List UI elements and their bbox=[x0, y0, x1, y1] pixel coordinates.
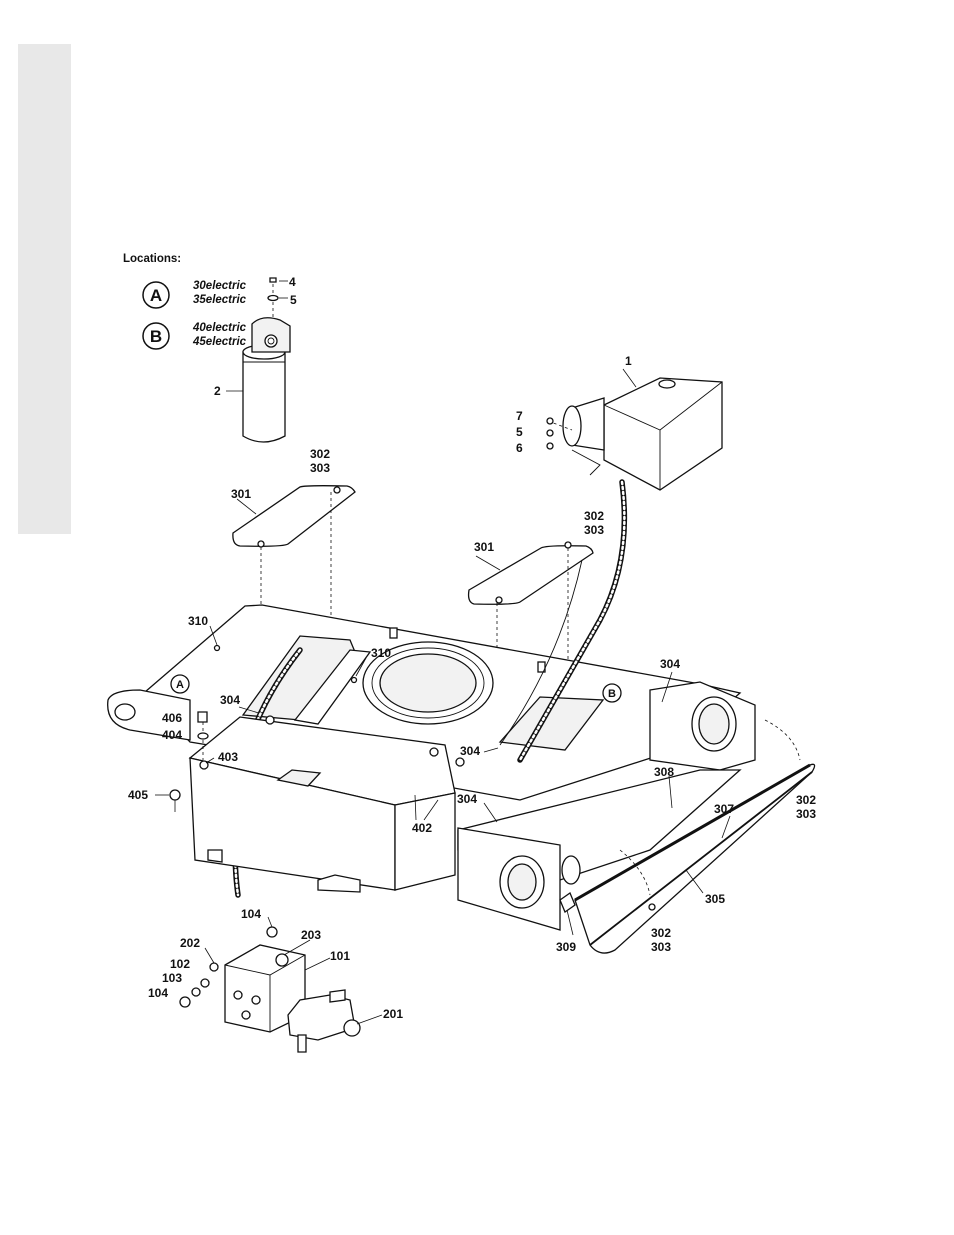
callout-305: 305 bbox=[705, 892, 725, 906]
valve-block bbox=[180, 917, 382, 1052]
callout-303-cover: 303 bbox=[796, 807, 816, 821]
callout-301-left: 301 bbox=[231, 487, 251, 501]
callout-7: 7 bbox=[516, 409, 523, 423]
callout-2: 2 bbox=[214, 384, 221, 398]
callout-403: 403 bbox=[218, 750, 238, 764]
callout-310-left: 310 bbox=[188, 614, 208, 628]
callout-104-bottom: 104 bbox=[148, 986, 168, 1000]
callout-304-left: 304 bbox=[220, 693, 240, 707]
callout-302-lower: 302 bbox=[651, 926, 671, 940]
callout-303-left: 303 bbox=[310, 461, 330, 475]
location-b-letter: B bbox=[150, 327, 162, 346]
callout-302-left: 302 bbox=[310, 447, 330, 461]
callout-310-center: 310 bbox=[371, 646, 391, 660]
callout-101: 101 bbox=[330, 949, 350, 963]
callout-302-cover: 302 bbox=[796, 793, 816, 807]
callout-303-lower: 303 bbox=[651, 940, 671, 954]
location-a-model-2: 35electric bbox=[193, 294, 247, 306]
callout-104-top: 104 bbox=[241, 907, 261, 921]
location-a-letter: A bbox=[150, 286, 162, 305]
callout-201: 201 bbox=[383, 1007, 403, 1021]
callout-405: 405 bbox=[128, 788, 148, 802]
callout-103: 103 bbox=[162, 971, 182, 985]
hydraulic-tank bbox=[547, 369, 722, 490]
callout-402: 402 bbox=[412, 821, 432, 835]
callout-308: 308 bbox=[654, 765, 674, 779]
callout-302-right: 302 bbox=[584, 509, 604, 523]
callout-406: 406 bbox=[162, 711, 182, 725]
battery-tray bbox=[190, 716, 464, 892]
locations-heading: Locations: bbox=[123, 253, 181, 265]
callout-307: 307 bbox=[714, 802, 734, 816]
callout-1: 1 bbox=[625, 354, 632, 368]
callout-304-center: 304 bbox=[460, 744, 480, 758]
callout-303-right: 303 bbox=[584, 523, 604, 537]
frame-marker-b-letter: B bbox=[608, 688, 616, 700]
callout-6: 6 bbox=[516, 441, 523, 455]
location-a-model-1: 30electric bbox=[193, 280, 247, 292]
callout-304-right: 304 bbox=[660, 657, 680, 671]
callout-5: 5 bbox=[290, 293, 297, 307]
callout-102: 102 bbox=[170, 957, 190, 971]
callout-4: 4 bbox=[289, 275, 296, 289]
callout-202: 202 bbox=[180, 936, 200, 950]
frame-marker-a-letter: A bbox=[176, 679, 184, 691]
callout-309: 309 bbox=[556, 940, 576, 954]
locations-legend: Locations: A 30electric 35electric B 40e… bbox=[123, 253, 247, 349]
location-b-model-1: 40electric bbox=[192, 322, 247, 334]
callout-404: 404 bbox=[162, 728, 182, 742]
location-b-model-2: 45electric bbox=[192, 336, 247, 348]
callout-301-right: 301 bbox=[474, 540, 494, 554]
callout-304-bottom: 304 bbox=[457, 792, 477, 806]
callout-203: 203 bbox=[301, 928, 321, 942]
callout-5-tank: 5 bbox=[516, 425, 523, 439]
